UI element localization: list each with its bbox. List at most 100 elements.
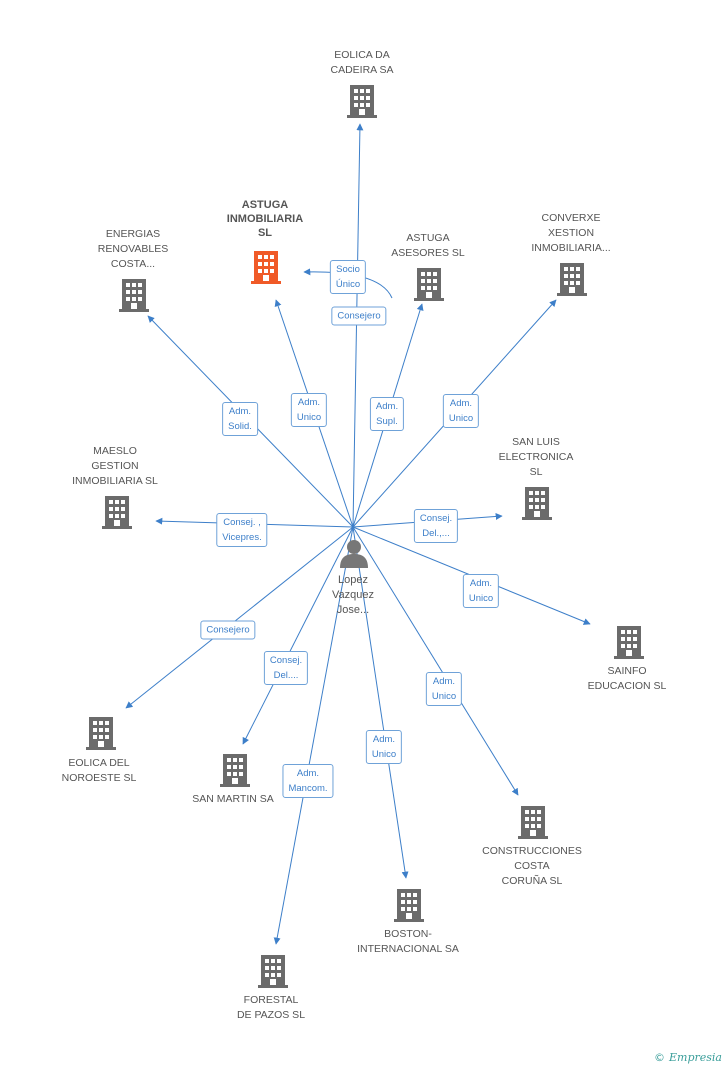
building-icon[interactable]: [102, 496, 132, 529]
edge-label-line: Unico: [431, 691, 457, 702]
company-name-line: XESTION: [547, 227, 595, 239]
company-name-line: EDUCACION SL: [587, 680, 667, 692]
edge-label-line: Adm.: [449, 398, 473, 409]
company-name-line: GESTION: [91, 460, 139, 472]
building-icon[interactable]: [557, 263, 587, 296]
company-name-maeslo-gestion[interactable]: MAESLO GESTION INMOBILIARIA SL: [55, 444, 175, 489]
company-name-line: ASESORES SL: [391, 247, 465, 259]
company-name-line: MAESLO: [93, 445, 137, 457]
edge-label-construcciones-costa[interactable]: Adm. Unico: [425, 672, 463, 706]
building-icon[interactable]: [518, 806, 548, 839]
edge-label-line: Único: [335, 279, 361, 290]
company-name-line: RENOVABLES: [97, 243, 169, 255]
edge-label-converxe-xestion[interactable]: Adm. Unico: [442, 394, 480, 428]
edge-label-san-martin[interactable]: Consej. Del....: [263, 651, 309, 685]
company-name-construcciones-costa[interactable]: CONSTRUCCIONES COSTA CORUÑA SL: [472, 844, 592, 889]
company-name-line: CORUÑA SL: [501, 875, 563, 887]
person-name-line: Lopez: [338, 574, 368, 586]
edge-label-line: Mancom.: [288, 783, 328, 794]
company-name-line: DE PAZOS SL: [236, 1009, 306, 1021]
company-name-line: ENERGIAS: [105, 228, 161, 240]
edge-label-forestal-de-pazos[interactable]: Adm. Mancom.: [282, 764, 334, 798]
building-icon[interactable]: [347, 85, 377, 118]
edge-label-line: Vicepres.: [222, 532, 262, 543]
edge-label-line: Adm.: [372, 734, 396, 745]
company-name-sainfo-educacion[interactable]: SAINFO EDUCACION SL: [567, 664, 687, 694]
building-icon[interactable]: [258, 955, 288, 988]
company-name-energias-renovables[interactable]: ENERGIAS RENOVABLES COSTA...: [73, 227, 193, 272]
edge-label-line: Adm.: [432, 676, 456, 687]
company-name-line: ELECTRONICA: [498, 451, 574, 463]
edge-label-line: Consej.: [269, 655, 303, 666]
company-name-line: NOROESTE SL: [61, 772, 137, 784]
copyright-icon: ©: [654, 1051, 665, 1064]
edge-label-energias-renovables[interactable]: Adm.Solid.: [222, 402, 258, 436]
edge-label-line: Unico: [296, 412, 322, 423]
company-name-san-luis-electronica[interactable]: SAN LUIS ELECTRONICA SL: [476, 435, 596, 480]
edge-label-maeslo-gestion[interactable]: Consej. , Vicepres.: [216, 513, 268, 547]
building-icon[interactable]: [414, 268, 444, 301]
company-name-line: SL: [529, 466, 543, 478]
company-name-line: FORESTAL: [243, 994, 299, 1006]
company-name-line: SAINFO: [607, 665, 647, 677]
building-icon[interactable]: [251, 251, 281, 284]
edge-label-sainfo-educacion[interactable]: Adm. Unico: [462, 574, 500, 608]
edge-label-line: Solid.: [228, 421, 252, 432]
edge-san-martin: [242, 526, 354, 745]
edge-label-line: Consej.: [419, 513, 453, 524]
brand-name: Empresia: [669, 1051, 722, 1064]
edge-label-line: Socio: [336, 264, 360, 275]
edge-label-line: Adm.: [375, 401, 399, 412]
company-name-boston-internacional[interactable]: BOSTON- INTERNACIONAL SA: [348, 927, 468, 957]
building-icon[interactable]: [86, 717, 116, 750]
company-name-line: INMOBILIARIA SL: [72, 475, 158, 487]
building-icon[interactable]: [522, 487, 552, 520]
edge-label-boston-internacional[interactable]: Adm. Unico: [365, 730, 403, 764]
company-name-line: COSTA...: [110, 258, 156, 270]
edge-label-line: Unico: [448, 413, 474, 424]
edge-label-line: Del.,...: [422, 528, 450, 539]
company-name-line: ASTUGA: [241, 199, 289, 211]
building-icon[interactable]: [119, 279, 149, 312]
person-icon[interactable]: [340, 540, 368, 568]
company-name-line: SL: [257, 227, 273, 239]
person-name[interactable]: Lopez Vazquez Jose...: [303, 573, 403, 618]
company-name-line: INMOBILIARIA: [226, 213, 304, 225]
company-name-forestal-de-pazos[interactable]: FORESTAL DE PAZOS SL: [211, 993, 331, 1023]
company-name-line: ASTUGA: [406, 232, 450, 244]
edge-label-line: Unico: [371, 749, 397, 760]
edge-label-line: Consej. ,: [223, 517, 261, 528]
company-name-line: SAN LUIS: [512, 436, 560, 448]
edge-label-line: Consejero: [206, 624, 250, 636]
person-name-line: Vazquez: [332, 589, 374, 601]
edge-label-eolica-del-noroeste[interactable]: Consejero: [200, 620, 256, 640]
building-icon[interactable]: [614, 626, 644, 659]
empresia-logo[interactable]: © Empresia: [654, 1051, 722, 1064]
company-name-line: CONSTRUCCIONES: [482, 845, 582, 857]
company-name-line: COSTA: [514, 860, 550, 872]
company-name-astuga-asesores[interactable]: ASTUGA ASESORES SL: [368, 231, 488, 261]
company-name-line: BOSTON-: [384, 928, 432, 940]
edge-eolica-da-cadeira: [352, 123, 364, 528]
edge-label-line: Adm.: [296, 768, 320, 779]
edge-label-line: Del....: [273, 670, 299, 681]
edge-label-line: Supl.: [376, 416, 398, 427]
company-name-astuga-inmobiliaria[interactable]: ASTUGA INMOBILIARIA SL: [205, 198, 325, 240]
company-name-line: INTERNACIONAL SA: [357, 943, 459, 955]
edge-label-san-luis-electronica[interactable]: Consej. Del.,...: [413, 509, 459, 543]
edge-label-line: Adm.: [297, 397, 321, 408]
building-icon[interactable]: [220, 754, 250, 787]
edge-label-astuga-asesores[interactable]: Adm. Supl.: [369, 397, 405, 431]
building-icon[interactable]: [394, 889, 424, 922]
edge-label-line: Unico: [468, 593, 494, 604]
edge-label-eolica-da-cadeira[interactable]: Consejero: [331, 306, 387, 326]
company-name-san-martin[interactable]: SAN MARTIN SA: [173, 792, 293, 807]
edge-label-line: Adm.: [469, 578, 493, 589]
edge-label-astuga-inmobiliaria[interactable]: Adm. Unico: [290, 393, 328, 427]
edge-boston-internacional: [352, 526, 409, 879]
